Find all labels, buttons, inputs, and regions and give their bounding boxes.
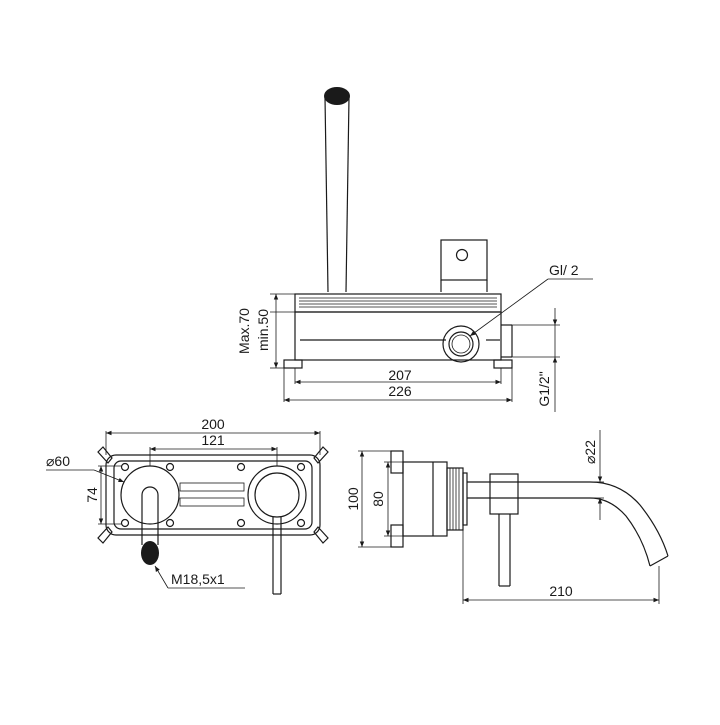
lever-tip <box>324 87 350 105</box>
dim-inner-width: 207 <box>388 367 412 383</box>
dim-diameter: ⌀60 <box>46 453 70 469</box>
top-body <box>283 311 513 369</box>
dim-inner-height: 80 <box>370 491 386 507</box>
dim-spout-diameter: ⌀22 <box>582 440 598 464</box>
dim-height-max: Max.70 <box>236 308 252 354</box>
dim-thread-side: G1/2" <box>536 371 552 406</box>
front-spout-rosette <box>120 465 180 565</box>
dim-spout-length: 210 <box>549 583 573 599</box>
top-ribbed-plate <box>294 293 502 313</box>
label-thread-outlet: Gl/ 2 <box>549 262 579 278</box>
top-lever <box>324 87 350 293</box>
front-screws <box>120 462 306 528</box>
dim-height: 74 <box>84 487 100 503</box>
dim-outer-width: 226 <box>388 383 412 399</box>
dim-outer-height: 100 <box>345 487 361 511</box>
dim-height-min: min.50 <box>255 309 271 351</box>
front-mounting-lugs <box>97 446 329 544</box>
front-lever-rosette <box>247 465 307 595</box>
side-body <box>390 450 468 548</box>
top-view: Max.70 min.50 207 226 G1/2" Gl/ 2 <box>236 87 593 412</box>
side-spout <box>467 481 669 567</box>
label-thread: M18,5x1 <box>171 571 225 587</box>
side-view: 100 80 ⌀22 210 <box>345 430 669 604</box>
front-view: 200 121 ⌀60 74 M18,5x1 <box>46 416 329 595</box>
top-outlet-port <box>442 325 480 363</box>
front-plate <box>105 454 321 536</box>
dim-total-width: 200 <box>201 416 225 432</box>
dim-spacing: 121 <box>201 432 225 448</box>
side-lever <box>489 473 519 587</box>
top-cap-box <box>440 239 488 292</box>
spout-outlet <box>141 541 159 565</box>
